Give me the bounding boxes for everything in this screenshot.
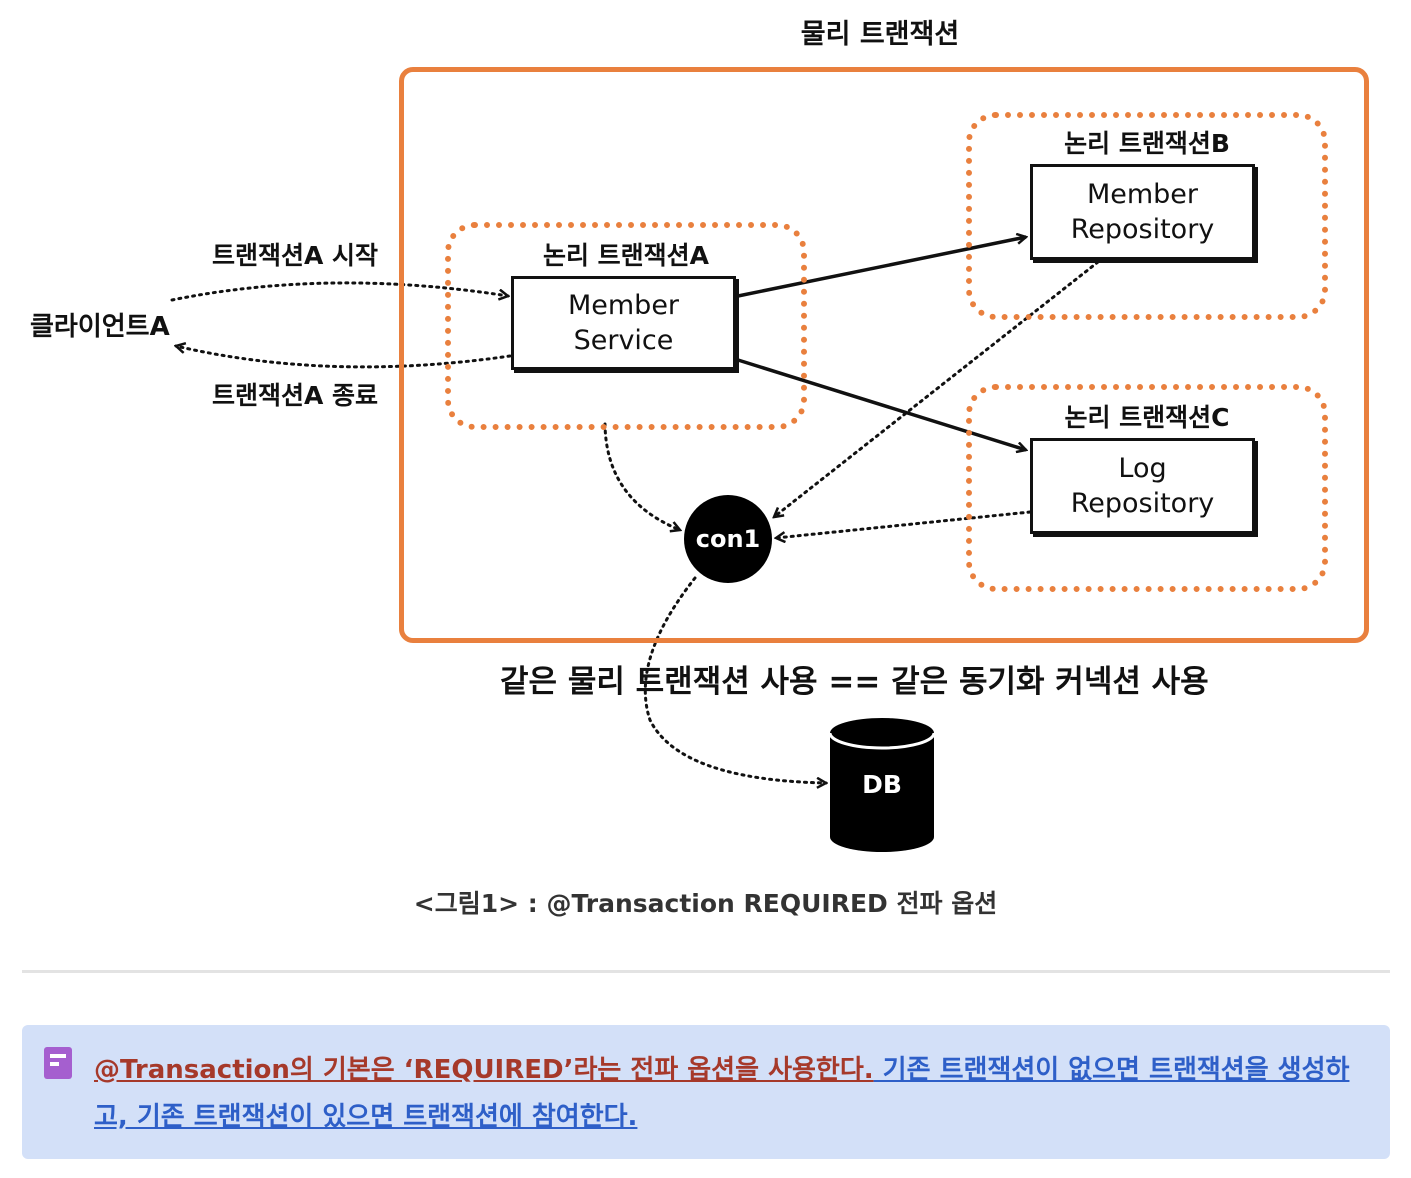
tx-end-arrow [176,346,512,369]
log-repo-to-con1-arrow [776,510,1032,538]
physical-transaction-box [399,67,1369,643]
physical-transaction-title: 물리 트랜잭션 [800,19,960,50]
member-service-box: Member Service [511,276,736,370]
callout-text-body: 기존 트랜잭션이 없으면 트랜잭션을 생성하고, 기존 트랜잭션이 있으면 트랜… [94,1055,1350,1132]
tx-end-label: 트랜잭션A 종료 [212,381,379,410]
callout-text-highlight: @Transaction의 기본은 ‘REQUIRED’라는 전파 옵션을 사용… [94,1055,874,1085]
figure-caption: <그림1> : @Transaction REQUIRED 전파 옵션 [413,889,998,918]
service-to-member-repo-arrow [737,237,1026,298]
log-repository-line1: Log [1118,453,1167,484]
tx-start-label: 트랜잭션A 시작 [212,241,379,270]
logical-transaction-a-label: 논리 트랜잭션A [542,241,710,270]
divider [22,970,1390,973]
member-repository-line1: Member [1086,179,1199,210]
member-service-line2: Service [573,325,674,356]
log-repository-box: Log Repository [1030,438,1255,534]
con1-to-db-arrow [643,576,826,783]
logical-transaction-c-label: 논리 트랜잭션C [1064,403,1230,432]
logical-transaction-c-box [966,384,1328,592]
member-repository-line2: Repository [1070,214,1215,245]
logical-transaction-b-box [966,112,1328,320]
logical-transaction-b-label: 논리 트랜잭션B [1064,129,1230,158]
client-a-label: 클라이언트A [30,312,170,342]
member-repository-box: Member Repository [1030,164,1255,260]
callout-box: @Transaction의 기본은 ‘REQUIRED’라는 전파 옵션을 사용… [22,1025,1390,1159]
database-icon [828,718,936,852]
same-connection-note: 같은 물리 트랜잭션 사용 == 같은 동기화 커넥션 사용 [500,664,1209,700]
log-repository-line2: Repository [1070,488,1215,519]
logical-transaction-a-box [445,222,807,430]
callout-text: @Transaction의 기본은 ‘REQUIRED’라는 전파 옵션을 사용… [94,1047,1364,1141]
db-label: DB [862,770,902,799]
note-icon [44,1047,72,1079]
service-to-con1-arrow [603,422,680,530]
member-service-line1: Member [567,290,680,321]
connection-node: con1 [684,495,772,583]
service-to-log-repo-arrow [737,358,1026,450]
member-repo-to-con1-arrow [774,260,1100,517]
tx-start-arrow [170,281,508,302]
connection-label: con1 [695,525,761,553]
